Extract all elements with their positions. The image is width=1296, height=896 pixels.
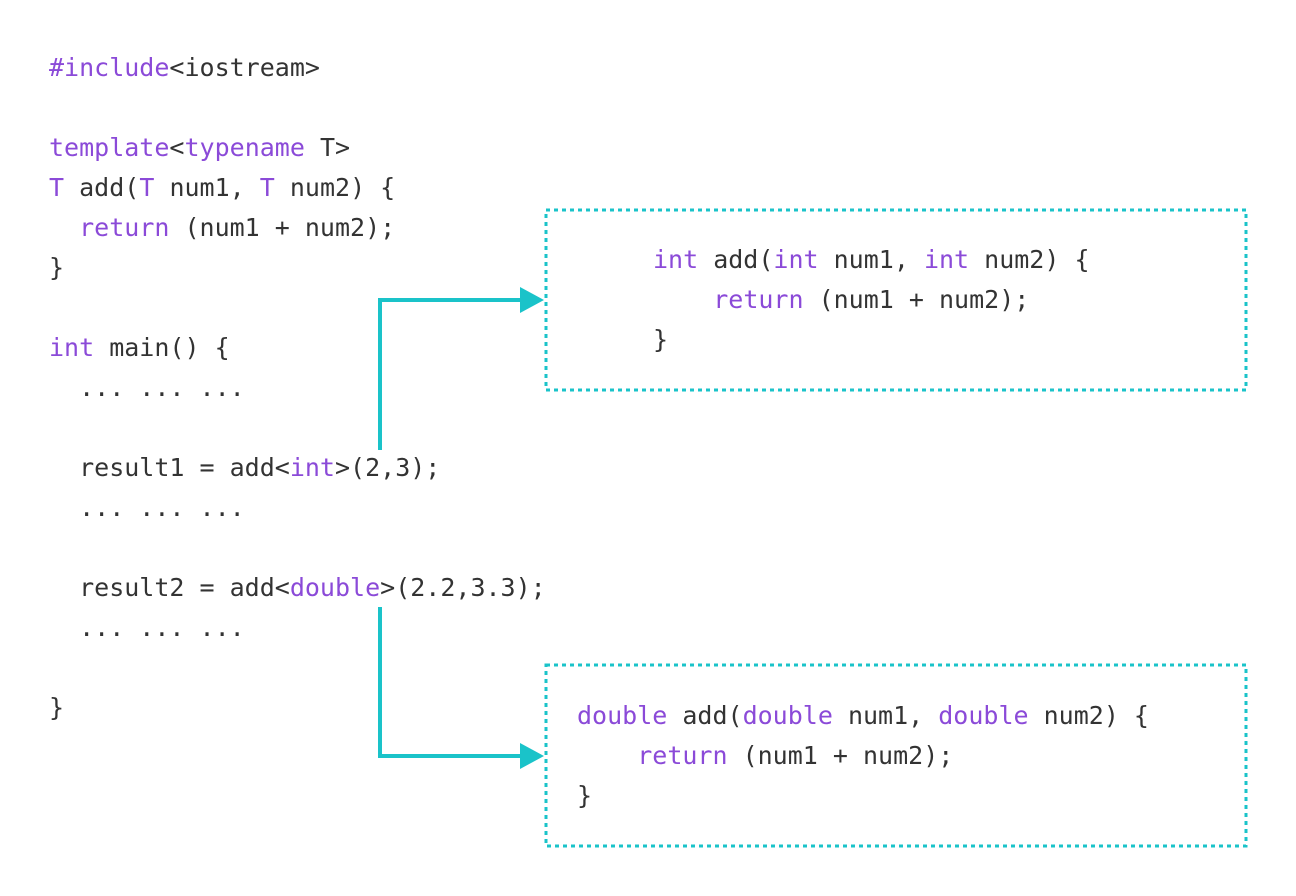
int-code-line: } xyxy=(653,320,668,360)
code-text: ... ... ... xyxy=(49,493,245,522)
code-keyword: T xyxy=(139,173,155,202)
code-text: num2) { xyxy=(274,173,396,202)
template-code-line: } xyxy=(49,248,64,288)
code-text: result1 = add< xyxy=(49,453,290,482)
code-text: add( xyxy=(667,701,743,730)
code-text: num2) { xyxy=(1028,701,1149,730)
code-text: num1, xyxy=(154,173,260,202)
code-text: ... ... ... xyxy=(49,613,245,642)
double-code-line: } xyxy=(577,776,592,816)
int-instantiation-arrowhead xyxy=(520,287,544,313)
code-text: result2 = add< xyxy=(49,573,290,602)
code-keyword: double xyxy=(289,573,381,602)
template-code-line: #include<iostream> xyxy=(49,48,320,88)
code-text: ... ... ... xyxy=(49,373,245,402)
code-keyword: return xyxy=(637,741,728,770)
code-text: T> xyxy=(304,133,351,162)
code-text: <iostream> xyxy=(169,53,320,82)
code-keyword: double xyxy=(742,701,833,730)
template-code-line: } xyxy=(49,688,64,728)
code-keyword: T xyxy=(49,173,65,202)
code-text: main() { xyxy=(94,333,230,362)
code-text: } xyxy=(653,325,669,354)
code-text: (num1 + num2); xyxy=(169,213,396,242)
code-keyword: typename xyxy=(184,133,305,162)
code-keyword: double xyxy=(938,701,1029,730)
template-code-line: template<typename T> xyxy=(49,128,350,168)
template-code-line: ... ... ... xyxy=(49,608,245,648)
int-code-line: return (num1 + num2); xyxy=(653,280,1029,320)
code-text: >(2,3); xyxy=(334,453,441,482)
double-instantiation-arrow-line xyxy=(378,607,522,758)
code-keyword: int xyxy=(773,245,819,274)
template-code-line: T add(T num1, T num2) { xyxy=(49,168,395,208)
code-text: (num1 + num2); xyxy=(803,285,1030,314)
code-keyword: return xyxy=(79,213,170,242)
code-text xyxy=(653,285,713,314)
code-text: } xyxy=(49,693,65,722)
double-code-line: double add(double num1, double num2) { xyxy=(577,696,1149,736)
code-text: num2) { xyxy=(969,245,1090,274)
template-code-line: result1 = add<int>(2,3); xyxy=(49,448,440,488)
double-instantiation-arrowhead xyxy=(520,743,544,769)
code-text: add( xyxy=(64,173,140,202)
code-text: } xyxy=(577,781,593,810)
double-code-line: return (num1 + num2); xyxy=(577,736,953,776)
code-keyword: int xyxy=(923,245,970,274)
code-text: num1, xyxy=(818,245,924,274)
code-text: >(2.2,3.3); xyxy=(380,573,546,602)
code-keyword: double xyxy=(577,701,668,730)
template-code-line: result2 = add<double>(2.2,3.3); xyxy=(49,568,546,608)
code-text: num1, xyxy=(832,701,939,730)
code-keyword: template xyxy=(49,133,170,162)
code-text: (num1 + num2); xyxy=(727,741,954,770)
template-code-line: int main() { xyxy=(49,328,230,368)
int-code-line: int add(int num1, int num2) { xyxy=(653,240,1090,280)
code-keyword: int xyxy=(289,453,335,482)
template-code-line: ... ... ... xyxy=(49,488,245,528)
code-keyword: #include xyxy=(49,53,170,82)
code-text: < xyxy=(169,133,185,162)
code-text: add( xyxy=(698,245,774,274)
template-code-line: ... ... ... xyxy=(49,368,245,408)
code-keyword: T xyxy=(259,173,275,202)
code-keyword: int xyxy=(49,333,95,362)
int-instantiation-arrow-line xyxy=(378,298,522,450)
code-text: } xyxy=(49,253,65,282)
code-keyword: return xyxy=(713,285,804,314)
code-keyword: int xyxy=(653,245,699,274)
template-code-line: return (num1 + num2); xyxy=(49,208,395,248)
code-text xyxy=(577,741,637,770)
